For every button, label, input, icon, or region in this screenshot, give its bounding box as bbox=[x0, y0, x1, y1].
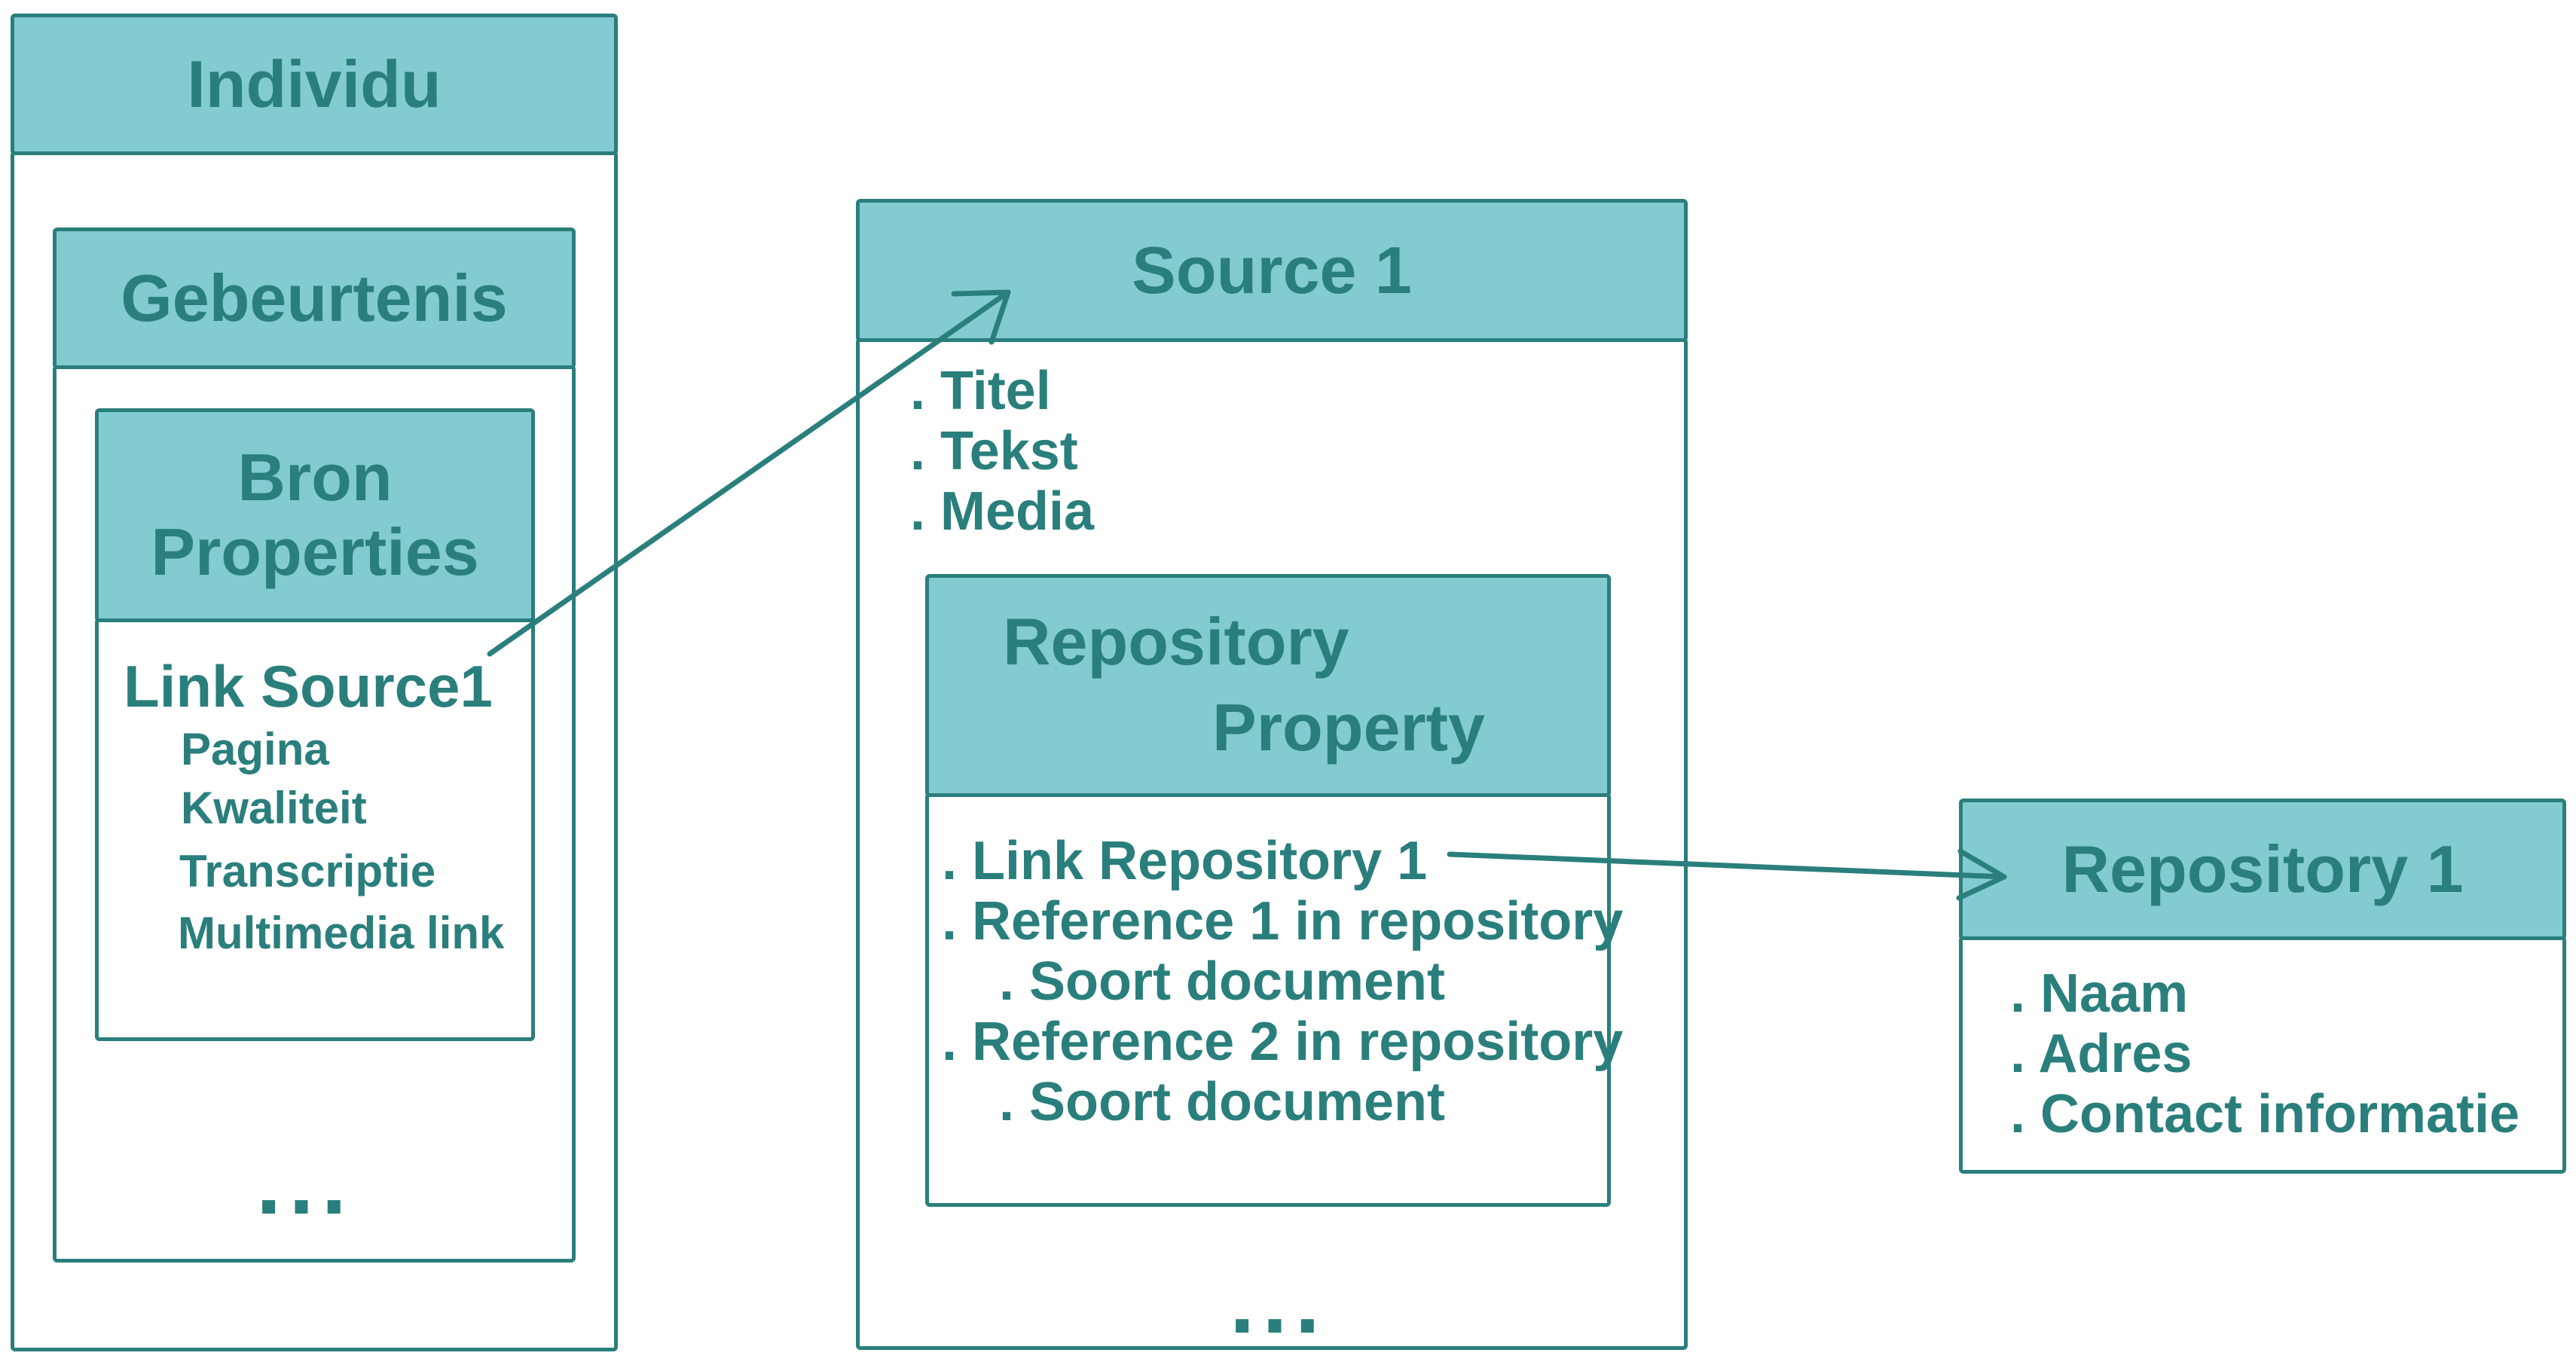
gebeurtenis-more-ellipsis: ... bbox=[256, 1132, 355, 1233]
individu-title: Individu bbox=[187, 46, 442, 121]
link-source1-label: Link Source1 bbox=[124, 653, 493, 719]
gebeurtenis-title: Gebeurtenis bbox=[121, 260, 508, 335]
source-item-tekst: . Tekst bbox=[910, 421, 1078, 481]
source-more-ellipsis: ... bbox=[1230, 1251, 1328, 1352]
repository-header: Repository 1 bbox=[1959, 799, 2566, 940]
bron-item-pagina: Pagina bbox=[181, 724, 329, 774]
repository-property-header: Repository Property bbox=[925, 574, 1611, 797]
repository-property-item-soort1: . Soort document bbox=[999, 951, 1445, 1012]
source-item-media: . Media bbox=[910, 481, 1095, 542]
repository-title: Repository 1 bbox=[2061, 831, 2464, 906]
repository-property-item-link: . Link Repository 1 bbox=[942, 831, 1428, 891]
repository-item-adres: . Adres bbox=[2010, 1024, 2193, 1084]
bron-properties-title-line1: Bron bbox=[237, 440, 393, 515]
bron-item-multimedia-link: Multimedia link bbox=[178, 908, 505, 958]
repository-item-contact: . Contact informatie bbox=[2010, 1084, 2520, 1144]
repository-property-item-reference1: . Reference 1 in repository bbox=[942, 891, 1624, 951]
source-item-titel: . Titel bbox=[910, 361, 1051, 421]
repository-property-item-reference2: . Reference 2 in repository bbox=[942, 1012, 1624, 1072]
bron-item-kwaliteit: Kwaliteit bbox=[181, 783, 367, 833]
repository-property-title-line1: Repository bbox=[1003, 604, 1349, 679]
source-header: Source 1 bbox=[856, 199, 1688, 342]
source-title: Source 1 bbox=[1132, 232, 1412, 307]
gebeurtenis-header: Gebeurtenis bbox=[53, 228, 576, 369]
repository-property-title-line2: Property bbox=[1212, 690, 1485, 765]
bron-properties-title-line2: Properties bbox=[151, 515, 479, 589]
bron-item-transcriptie: Transcriptie bbox=[179, 846, 436, 896]
bron-properties-header: Bron Properties bbox=[95, 408, 535, 622]
bron-properties-body bbox=[95, 618, 535, 1041]
repository-property-item-soort2: . Soort document bbox=[999, 1072, 1445, 1132]
individu-header: Individu bbox=[11, 14, 618, 155]
repository-item-naam: . Naam bbox=[2010, 963, 2189, 1024]
